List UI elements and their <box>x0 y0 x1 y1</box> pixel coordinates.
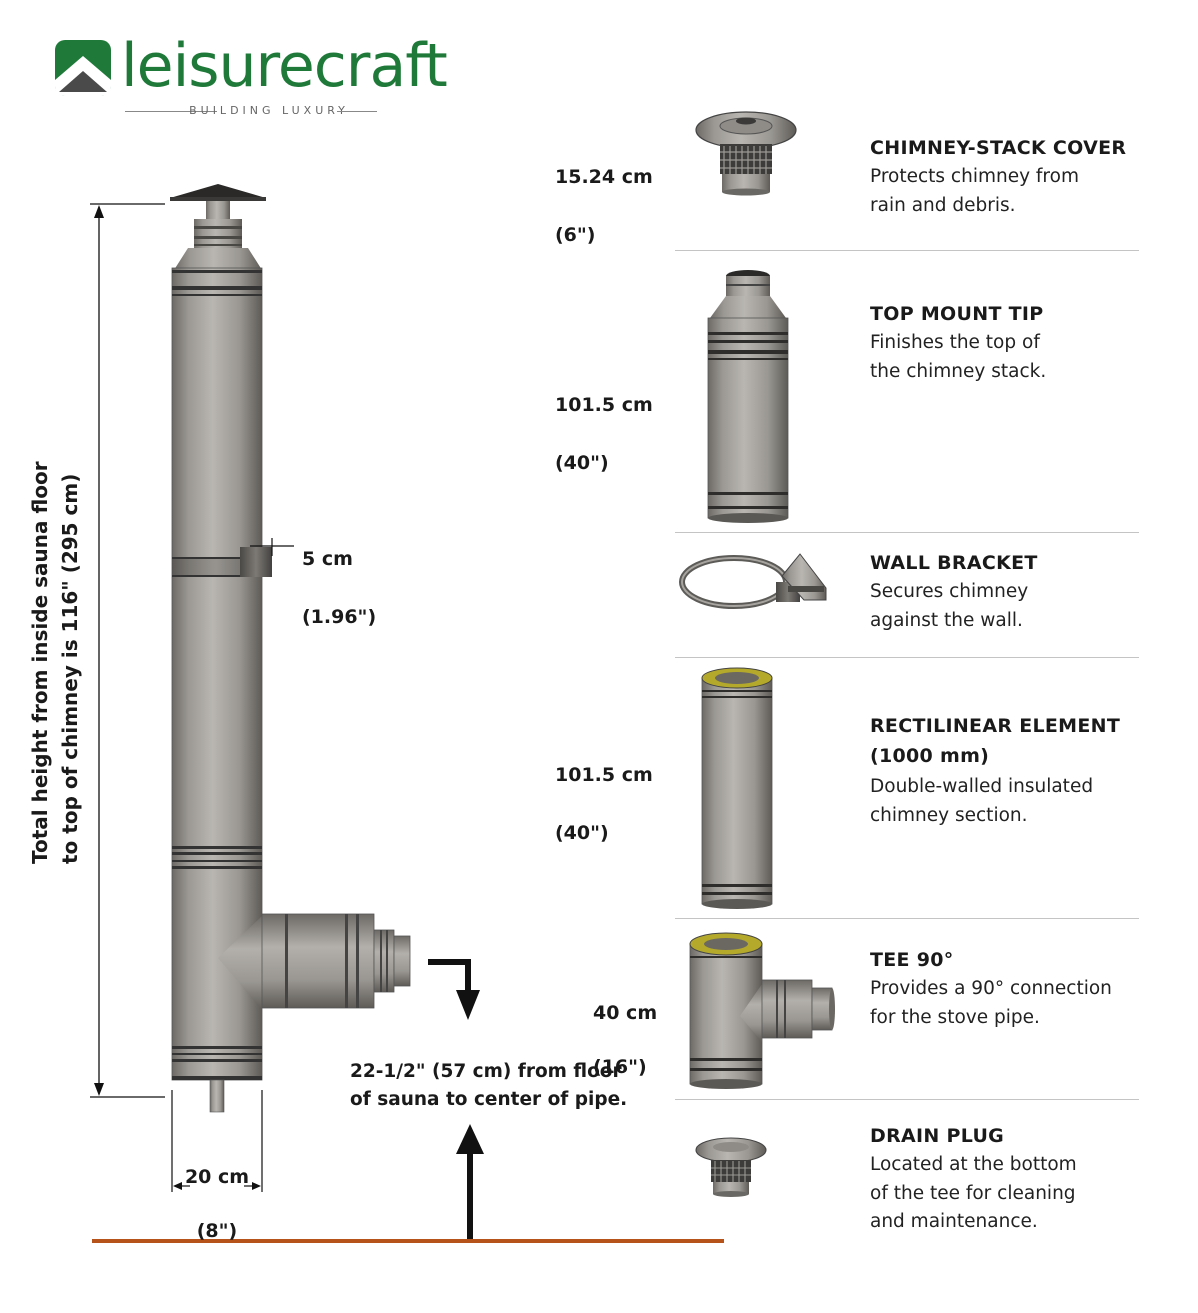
floor-note-line1: 22-1/2" (57 cm) from floor <box>350 1061 622 1082</box>
total-height-dimension <box>90 203 165 1098</box>
part-desc-line2: against the wall. <box>870 609 1023 631</box>
brand-logo: leisurecraft BUILDING LUXURY <box>55 36 448 123</box>
floor-note-line2: of sauna to center of pipe. <box>350 1089 628 1110</box>
assembly-drain <box>209 1079 225 1113</box>
part-title: CHIMNEY-STACK COVER <box>870 137 1127 159</box>
floor-note: 22-1/2" (57 cm) from floor of sauna to c… <box>350 1058 627 1114</box>
dim-line1: 101.5 cm <box>555 394 653 416</box>
part-text-drain-plug: DRAIN PLUG Located at the bottom of the … <box>870 1121 1077 1237</box>
width-dim-line2: (8") <box>196 1220 238 1242</box>
part-desc-line1: Finishes the top of <box>870 332 1040 353</box>
dim-line2: (40") <box>555 452 609 474</box>
part-desc-line2: rain and debris. <box>870 194 1016 216</box>
part-desc-line2: the chimney stack. <box>870 360 1047 382</box>
top-mount-tip-icon <box>707 270 789 523</box>
bracket-dim-line1: 5 cm <box>302 548 353 570</box>
total-height-line2: to top of chimney is 116" (295 cm) <box>58 473 82 864</box>
bracket-dim-label: 5 cm (1.96") <box>302 516 376 661</box>
dim-line1: 101.5 cm <box>555 764 653 786</box>
dim-line2: (40") <box>555 822 609 844</box>
part-text-top-mount-tip: TOP MOUNT TIP Finishes the top of the ch… <box>870 299 1046 386</box>
part-dim-rectilinear: 101.5 cm (40") <box>555 732 653 877</box>
part-text-chimney-cover: CHIMNEY-STACK COVER Protects chimney fro… <box>870 133 1126 220</box>
part-dim-tee: 40 cm (16") <box>593 973 657 1108</box>
width-dim-line1: 20 cm <box>184 1166 250 1188</box>
bracket-dim-line2: (1.96") <box>302 606 377 628</box>
bracket-dimension <box>250 538 294 556</box>
assembly-bands <box>172 270 262 1080</box>
part-title: RECTILINEAR ELEMENT <box>870 715 1121 737</box>
tagline-rule-right <box>337 111 377 112</box>
part-text-wall-bracket: WALL BRACKET Secures chimney against the… <box>870 548 1038 635</box>
assembly-tee-branch <box>218 913 411 1010</box>
divider <box>675 918 1139 919</box>
tee-90-icon <box>689 932 835 1089</box>
part-dim-chimney-cover: 15.24 cm (6") <box>555 134 653 279</box>
brand-name: leisurecraft <box>121 31 448 101</box>
part-desc-line1: Double-walled insulated <box>870 776 1094 797</box>
rectilinear-element-icon <box>701 667 773 909</box>
dim-line2: (16") <box>593 1056 647 1078</box>
dim-line1: 15.24 cm <box>555 166 653 188</box>
divider <box>675 532 1139 533</box>
brand-tagline: BUILDING LUXURY <box>189 104 349 117</box>
dim-line2: (6") <box>555 224 596 246</box>
part-dim-top-mount-tip: 101.5 cm (40") <box>555 362 653 507</box>
part-desc-line1: Provides a 90° connection <box>870 978 1112 999</box>
part-title: WALL BRACKET <box>870 552 1038 574</box>
divider <box>675 250 1139 251</box>
part-desc-line2: chimney section. <box>870 804 1028 826</box>
assembly-chimney-cap <box>170 184 266 253</box>
divider <box>675 657 1139 658</box>
total-height-line1: Total height from inside sauna floor <box>28 461 52 864</box>
sauna-floor-line <box>92 1239 724 1243</box>
dim-line1: 40 cm <box>593 1002 658 1024</box>
width-dimension <box>171 1090 263 1192</box>
total-height-label: Total height from inside sauna floor to … <box>25 461 85 864</box>
chimney-cap-icon <box>695 111 797 196</box>
part-desc-line1: Protects chimney from <box>870 166 1079 187</box>
part-title-line2: (1000 mm) <box>870 745 990 767</box>
part-title: TEE 90° <box>870 949 954 971</box>
house-logo-icon <box>55 40 111 96</box>
divider <box>675 1099 1139 1100</box>
drain-plug-icon <box>695 1137 767 1197</box>
part-desc-line1: Secures chimney <box>870 581 1029 602</box>
part-title: DRAIN PLUG <box>870 1125 1005 1147</box>
part-text-rectilinear: RECTILINEAR ELEMENT (1000 mm) Double-wal… <box>870 711 1120 830</box>
width-dim-label: 20 cm (8") <box>172 1137 262 1272</box>
part-desc-line2: of the tee for cleaning <box>870 1182 1076 1204</box>
chimney-assembly <box>90 184 724 1243</box>
part-title: TOP MOUNT TIP <box>870 303 1044 325</box>
assembly-wall-bracket <box>172 547 272 577</box>
bent-arrow-icon <box>428 959 471 992</box>
part-text-tee: TEE 90° Provides a 90° connection for th… <box>870 945 1112 1032</box>
wall-bracket-icon <box>679 553 827 609</box>
tagline-rule-left <box>125 111 217 112</box>
assembly-top-tip <box>174 248 262 270</box>
part-desc-line3: and maintenance. <box>870 1211 1038 1232</box>
part-desc-line2: for the stove pipe. <box>870 1006 1040 1028</box>
part-desc-line1: Located at the bottom <box>870 1154 1077 1175</box>
